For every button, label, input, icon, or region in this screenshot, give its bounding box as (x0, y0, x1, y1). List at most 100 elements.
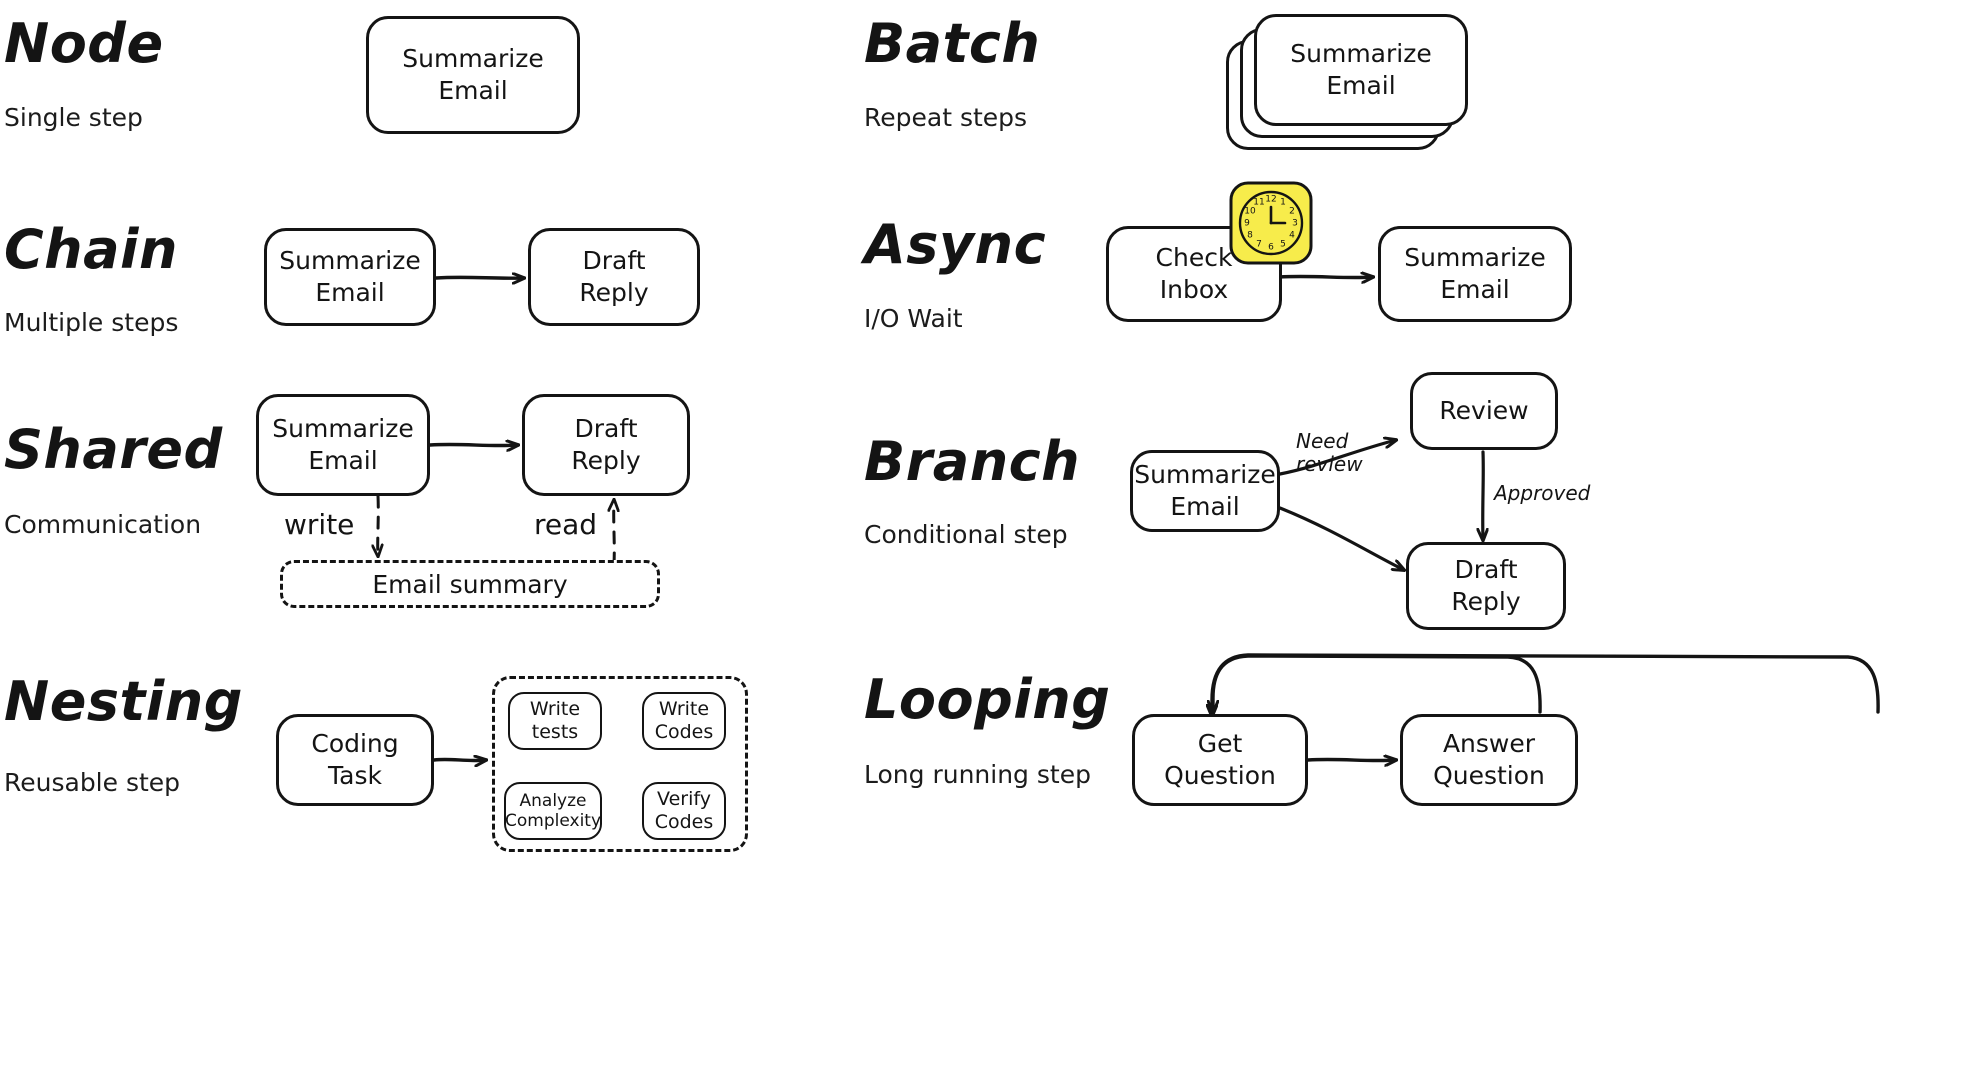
node-line-2: Email (308, 446, 378, 475)
nesting-node-analyze-complexity[interactable]: Analyze Complexity (504, 782, 602, 840)
svg-text:1: 1 (1280, 198, 1286, 208)
svg-text:5: 5 (1280, 240, 1286, 250)
node-line-1: Summarize (279, 246, 421, 275)
node-line-1: Summarize (1290, 39, 1432, 68)
svg-text:12: 12 (1265, 195, 1276, 205)
node-line-1: Answer (1442, 729, 1536, 758)
node-line-1: Summarize (1134, 460, 1276, 489)
node-line-2: Email (315, 278, 385, 307)
nesting-node-coding-task[interactable]: Coding Task (276, 714, 434, 806)
pattern-subtitle-node: Single step (4, 103, 143, 132)
looping-forward-arrow (1306, 759, 1396, 760)
svg-text:8: 8 (1247, 231, 1253, 241)
pattern-title-shared: Shared (4, 418, 223, 481)
pattern-title-batch: Batch (864, 12, 1041, 75)
branch-approved-arrow (1483, 450, 1484, 540)
need-review-line-1: Need (1296, 429, 1349, 453)
node-line-1: Review (1439, 396, 1529, 425)
node-line-1: Summarize (272, 414, 414, 443)
shared-node-summarize-email[interactable]: Summarize Email (256, 394, 430, 496)
pattern-subtitle-nesting: Reusable step (4, 768, 181, 797)
pattern-title-nesting: Nesting (4, 670, 243, 733)
pattern-title-async: Async (864, 213, 1047, 276)
node-line-2: Question (1164, 761, 1276, 790)
shared-read-arrow (614, 500, 615, 566)
pattern-subtitle-chain: Multiple steps (4, 308, 179, 337)
node-line-2: Reply (571, 446, 641, 475)
nesting-node-write-tests[interactable]: Write tests (508, 692, 602, 750)
svg-text:7: 7 (1256, 240, 1262, 250)
node-line-2: Email (438, 76, 508, 105)
node-line-2: Reply (579, 278, 649, 307)
branch-node-draft-reply[interactable]: Draft Reply (1406, 542, 1566, 630)
looping-node-get-question[interactable]: Get Question (1132, 714, 1308, 806)
branch-direct-arrow (1278, 506, 1404, 570)
node-line-2: Question (1433, 761, 1545, 790)
clock-icon: 12 1 2 3 4 5 6 7 8 9 10 11 (1228, 180, 1314, 270)
svg-text:9: 9 (1244, 219, 1250, 229)
pattern-subtitle-shared: Communication (4, 510, 202, 539)
branch-node-review[interactable]: Review (1410, 372, 1558, 450)
looping-node-answer-question[interactable]: Answer Question (1400, 714, 1578, 806)
node-line-2: Codes (654, 811, 714, 833)
node-line-1: Coding (311, 729, 399, 758)
async-node-summarize-email[interactable]: Summarize Email (1378, 226, 1572, 322)
node-summarize-email[interactable]: Summarize Email (366, 16, 580, 134)
svg-text:4: 4 (1289, 231, 1295, 241)
svg-text:2: 2 (1289, 207, 1295, 217)
node-line-2: Email (1326, 71, 1396, 100)
async-node-check-inbox[interactable]: Check Inbox (1106, 226, 1282, 322)
node-line-1: Check (1155, 243, 1233, 272)
store-label: Email summary (372, 569, 568, 599)
async-arrow (1277, 276, 1373, 277)
node-line-1: Summarize (1404, 243, 1546, 272)
svg-text:10: 10 (1244, 207, 1256, 217)
node-line-1: Draft (1454, 555, 1518, 584)
chain-node-draft-reply[interactable]: Draft Reply (528, 228, 700, 326)
nesting-node-write-codes[interactable]: Write Codes (642, 692, 726, 750)
node-line-2: Task (328, 761, 382, 790)
node-line-2: Email (1440, 275, 1510, 304)
node-line-1: Summarize (402, 44, 544, 73)
read-edge-label: read (534, 508, 598, 541)
branch-need-review-arrow (1278, 440, 1396, 476)
node-line-2: Complexity (505, 811, 602, 831)
svg-text:11: 11 (1253, 198, 1264, 208)
node-line-1: Draft (582, 246, 646, 275)
pattern-title-chain: Chain (4, 218, 178, 281)
pattern-subtitle-looping: Long running step (864, 760, 1091, 789)
node-line-1: Get (1197, 729, 1243, 758)
node-line-2: Inbox (1159, 275, 1229, 304)
pattern-subtitle-batch: Repeat steps (864, 103, 1028, 132)
node-line-1: Write (529, 698, 581, 721)
node-line-2: tests (531, 721, 579, 743)
node-line-2: Email (1170, 492, 1240, 521)
shared-store-email-summary[interactable]: Email summary (280, 560, 660, 608)
need-review-edge-label: Need review (1296, 430, 1386, 476)
node-line-2: Codes (654, 721, 714, 743)
looping-feedback-path (1213, 654, 1542, 712)
pattern-subtitle-branch: Conditional step (864, 520, 1068, 549)
pattern-subtitle-async: I/O Wait (864, 304, 963, 333)
shared-main-arrow (428, 444, 518, 445)
nesting-node-verify-codes[interactable]: Verify Codes (642, 782, 726, 840)
node-line-1: Write (658, 698, 710, 721)
svg-text:6: 6 (1268, 243, 1274, 253)
node-line-1: Draft (574, 414, 638, 443)
branch-node-summarize-email[interactable]: Summarize Email (1130, 450, 1280, 532)
need-review-line-2: review (1296, 452, 1363, 476)
batch-node-summarize-email[interactable]: Summarize Email (1254, 14, 1468, 126)
pattern-title-looping: Looping (864, 668, 1111, 731)
node-line-1: Verify (657, 788, 711, 811)
pattern-title-branch: Branch (864, 430, 1081, 493)
chain-node-summarize-email[interactable]: Summarize Email (264, 228, 436, 326)
shared-write-arrow (378, 494, 379, 556)
svg-text:3: 3 (1292, 219, 1298, 229)
shared-node-draft-reply[interactable]: Draft Reply (522, 394, 690, 496)
write-edge-label: write (284, 508, 355, 541)
node-line-1: Analyze (519, 790, 587, 811)
pattern-title-node: Node (4, 12, 164, 75)
clock-icon-svg: 12 1 2 3 4 5 6 7 8 9 10 11 (1229, 181, 1313, 265)
